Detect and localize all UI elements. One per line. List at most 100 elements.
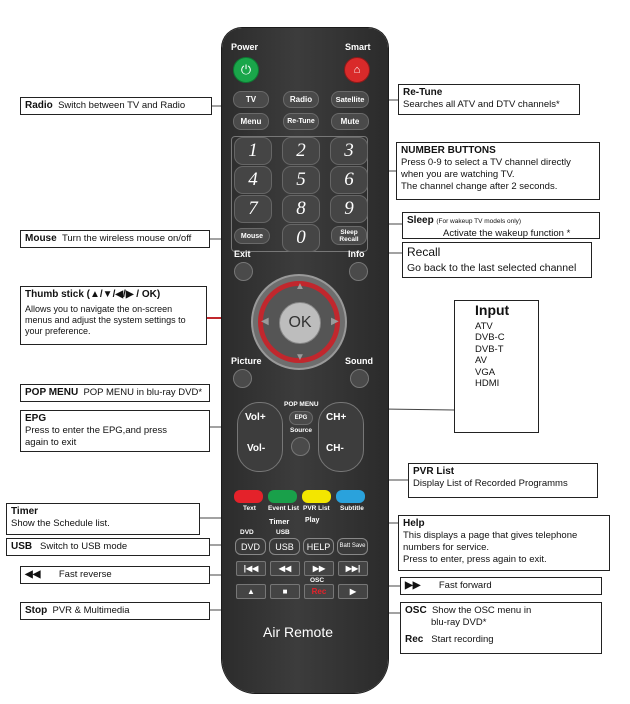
usb-caption: USB [276,529,290,536]
number-key-3[interactable]: 3 [330,137,368,165]
osc-callout-line-2: blu-ray DVD* [431,617,487,628]
help-button[interactable]: HELP [303,538,334,555]
info-button[interactable] [349,262,368,281]
blue-button[interactable] [336,490,365,503]
mouse-callout-text: Turn the wireless mouse on/off [61,233,192,244]
channel-rocker[interactable] [318,402,364,472]
help-callout-title: Help [403,518,425,529]
eject-button[interactable]: ▲ [236,584,266,599]
exit-button[interactable] [234,262,253,281]
number-key-4[interactable]: 4 [234,166,272,194]
number-key-5[interactable]: 5 [282,166,320,194]
mouse-button[interactable]: Mouse [234,228,270,244]
left-arrow-icon[interactable]: ◀ [261,316,269,327]
menu-button[interactable]: Menu [233,113,269,130]
volume-rocker[interactable] [237,402,283,472]
tv-button[interactable]: TV [233,91,269,108]
mute-button[interactable]: Mute [331,113,369,130]
exit-label: Exit [234,249,251,259]
subtitle-caption: Subtitle [340,505,364,512]
radio-callout-text: Switch between TV and Radio [58,100,186,111]
event-list-caption: Event List [268,505,300,512]
usb-callout-title: USB [11,541,33,552]
number-buttons-line-2: when you are watching TV. [401,169,515,180]
satellite-button[interactable]: Satellite [331,91,369,108]
ok-button[interactable]: OK [279,302,321,344]
number-key-8[interactable]: 8 [282,195,320,223]
sound-button[interactable] [350,369,369,388]
fast-reverse-callout-text: Fast reverse [58,569,112,580]
green-button[interactable] [268,490,297,503]
osc-callout-title: OSC [405,605,427,616]
rewind-button[interactable]: ◀◀ [270,561,300,576]
pvr-list-caption: PVR List [303,505,330,512]
stop-callout-text: PVR & Multimedia [52,605,130,616]
fast-forward-callout-text: Fast forward [438,580,492,591]
timer-callout-text: Show the Schedule list. [11,518,110,529]
vol-down-label[interactable]: Vol- [247,443,266,454]
number-key-6[interactable]: 6 [330,166,368,194]
dvd-button[interactable]: DVD [235,538,266,555]
vol-up-label[interactable]: Vol+ [245,412,266,423]
thumb-stick-line-3: your preference. [25,326,91,336]
prev-button[interactable]: |◀◀ [236,561,266,576]
help-callout-line-2: numbers for service. [403,542,490,553]
input-item: DVB-T [475,343,504,355]
usb-button[interactable]: USB [269,538,300,555]
epg-callout: EPG Press to enter the EPG,and press aga… [20,410,210,452]
smart-button[interactable]: ⌂ [344,57,370,83]
smart-label: Smart [345,42,371,52]
thumb-stick-callout-title: Thumb stick (▲/▼/◀/▶ / OK) [25,289,161,300]
number-key-9[interactable]: 9 [330,195,368,223]
right-arrow-icon[interactable]: ▶ [331,316,339,327]
stop-button[interactable]: ■ [270,584,300,599]
batt-save-button[interactable]: Batt Save [337,538,368,555]
play-button[interactable]: ▶ [338,584,368,599]
rec-button[interactable]: Rec [304,584,334,599]
power-button[interactable]: ⏻ [233,57,259,83]
fast-forward-button[interactable]: ▶▶ [304,561,334,576]
next-button[interactable]: ▶▶| [338,561,368,576]
info-label: Info [348,249,365,259]
number-key-1[interactable]: 1 [234,137,272,165]
source-button[interactable] [291,437,310,456]
number-key-7[interactable]: 7 [234,195,272,223]
epg-callout-line-2: again to exit [25,437,77,448]
number-key-2[interactable]: 2 [282,137,320,165]
radio-button[interactable]: Radio [283,91,319,108]
pop-menu-callout: POP MENU POP MENU in blu-ray DVD* [20,384,210,402]
osc-caption: OSC [310,577,325,584]
rec-callout-title: Rec [405,634,424,645]
dvd-caption: DVD [240,529,254,536]
epg-callout-title: EPG [25,413,47,424]
text-caption: Text [243,505,256,512]
sleep-callout-note: (For wakeup TV models only) [436,218,522,225]
recall-callout: Recall Go back to the last selected chan… [402,242,592,278]
rec-callout-text: Start recording [431,634,494,645]
sleep-callout-title: Sleep [407,215,434,226]
help-callout: Help This displays a page that gives tel… [398,515,610,571]
pvr-list-callout: PVR List Display List of Recorded Progra… [408,463,598,498]
retune-callout: Re-Tune Searches all ATV and DTV channel… [398,84,580,115]
retune-callout-title: Re-Tune [403,87,443,98]
number-buttons-callout: NUMBER BUTTONS Press 0-9 to select a TV … [396,142,600,200]
input-item: AV [475,355,487,366]
picture-button[interactable] [233,369,252,388]
red-button[interactable] [234,490,263,503]
stop-callout: Stop PVR & Multimedia [20,602,210,620]
retune-button[interactable]: Re-Tune [283,113,319,130]
up-arrow-icon[interactable]: ▲ [295,281,305,292]
recall-callout-title: Recall [407,245,441,259]
number-key-0[interactable]: 0 [282,224,320,252]
timer-callout: Timer Show the Schedule list. [6,503,200,535]
sleep-recall-button[interactable]: Sleep Recall [331,226,367,245]
ch-up-label[interactable]: CH+ [326,412,347,423]
epg-button[interactable]: EPG [289,411,313,425]
brand-logo: Air Remote [263,624,334,640]
osc-callout-line-1: Show the OSC menu in [431,605,532,616]
yellow-button[interactable] [302,490,331,503]
ch-down-label[interactable]: CH- [326,443,344,454]
thumb-stick-line-2: menus and adjust the system settings to [25,315,186,325]
down-arrow-icon[interactable]: ▼ [295,352,305,363]
pop-menu-caption: POP MENU [284,401,319,408]
